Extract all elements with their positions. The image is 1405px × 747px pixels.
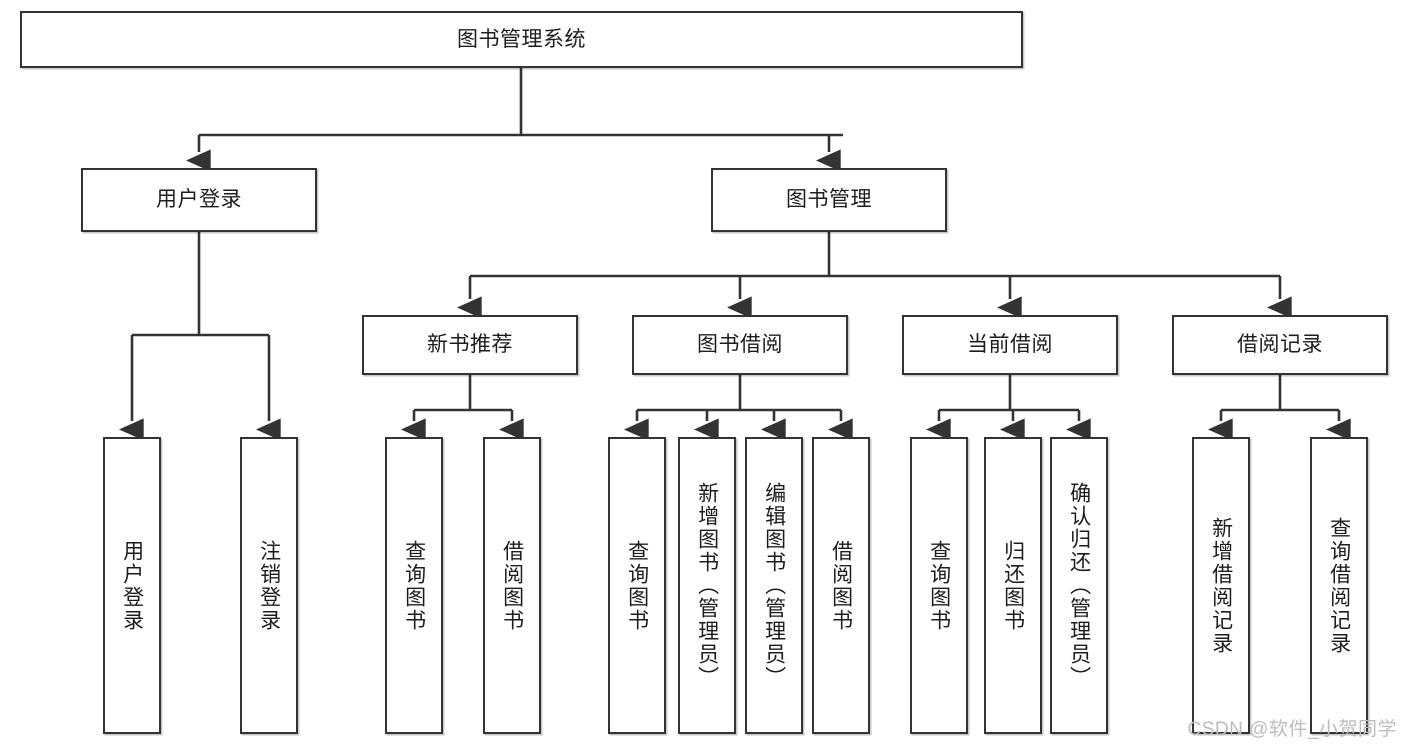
node-book-borrow-label: 图书借阅 [697, 333, 783, 357]
leaf-user-login-label: 用户登录 [120, 539, 144, 632]
leaf-query-book-recommend[interactable]: 查询图书 [385, 437, 443, 734]
leaf-borrow-book[interactable]: 借阅图书 [812, 437, 870, 734]
node-borrow-record[interactable]: 借阅记录 [1172, 315, 1388, 375]
node-book-management[interactable]: 图书管理 [711, 168, 947, 232]
leaf-user-login[interactable]: 用户登录 [103, 437, 161, 734]
leaf-borrow-book-recommend[interactable]: 借阅图书 [483, 437, 541, 734]
leaf-add-book-admin-label: 新增图书（管理员） [695, 482, 719, 689]
leaf-borrow-book-label: 借阅图书 [829, 539, 853, 632]
leaf-add-book-admin[interactable]: 新增图书（管理员） [678, 437, 736, 734]
leaf-add-borrow-record[interactable]: 新增借阅记录 [1192, 437, 1250, 734]
leaf-query-book-recommend-label: 查询图书 [402, 539, 426, 632]
leaf-query-book-current-label: 查询图书 [927, 539, 951, 632]
leaf-user-logout-label: 注销登录 [257, 539, 281, 632]
leaf-return-book-label: 归还图书 [1001, 539, 1025, 632]
leaf-add-borrow-record-label: 新增借阅记录 [1209, 516, 1233, 655]
node-root-label: 图书管理系统 [457, 27, 586, 51]
node-user-login-label: 用户登录 [156, 188, 242, 212]
leaf-edit-book-admin[interactable]: 编辑图书（管理员） [745, 437, 803, 734]
watermark: CSDN @软件_小贺同学 [1187, 719, 1397, 740]
leaf-query-borrow-record-label: 查询借阅记录 [1327, 516, 1351, 655]
leaf-user-logout[interactable]: 注销登录 [240, 437, 298, 734]
node-user-login[interactable]: 用户登录 [81, 168, 317, 232]
node-new-book-recommend-label: 新书推荐 [427, 333, 513, 357]
node-borrow-record-label: 借阅记录 [1237, 333, 1323, 357]
leaf-borrow-book-recommend-label: 借阅图书 [500, 539, 524, 632]
node-book-borrow[interactable]: 图书借阅 [632, 315, 848, 375]
node-new-book-recommend[interactable]: 新书推荐 [362, 315, 578, 375]
leaf-query-book-current[interactable]: 查询图书 [910, 437, 968, 734]
leaf-edit-book-admin-label: 编辑图书（管理员） [762, 482, 786, 689]
leaf-return-book[interactable]: 归还图书 [984, 437, 1042, 734]
node-current-borrow[interactable]: 当前借阅 [902, 315, 1118, 375]
leaf-query-borrow-record[interactable]: 查询借阅记录 [1310, 437, 1368, 734]
leaf-query-book[interactable]: 查询图书 [608, 437, 666, 734]
leaf-query-book-label: 查询图书 [625, 539, 649, 632]
leaf-confirm-return-admin[interactable]: 确认归还（管理员） [1050, 437, 1108, 734]
leaf-confirm-return-admin-label: 确认归还（管理员） [1067, 482, 1091, 689]
node-current-borrow-label: 当前借阅 [967, 333, 1053, 357]
node-root[interactable]: 图书管理系统 [20, 11, 1023, 68]
node-book-management-label: 图书管理 [786, 188, 872, 212]
